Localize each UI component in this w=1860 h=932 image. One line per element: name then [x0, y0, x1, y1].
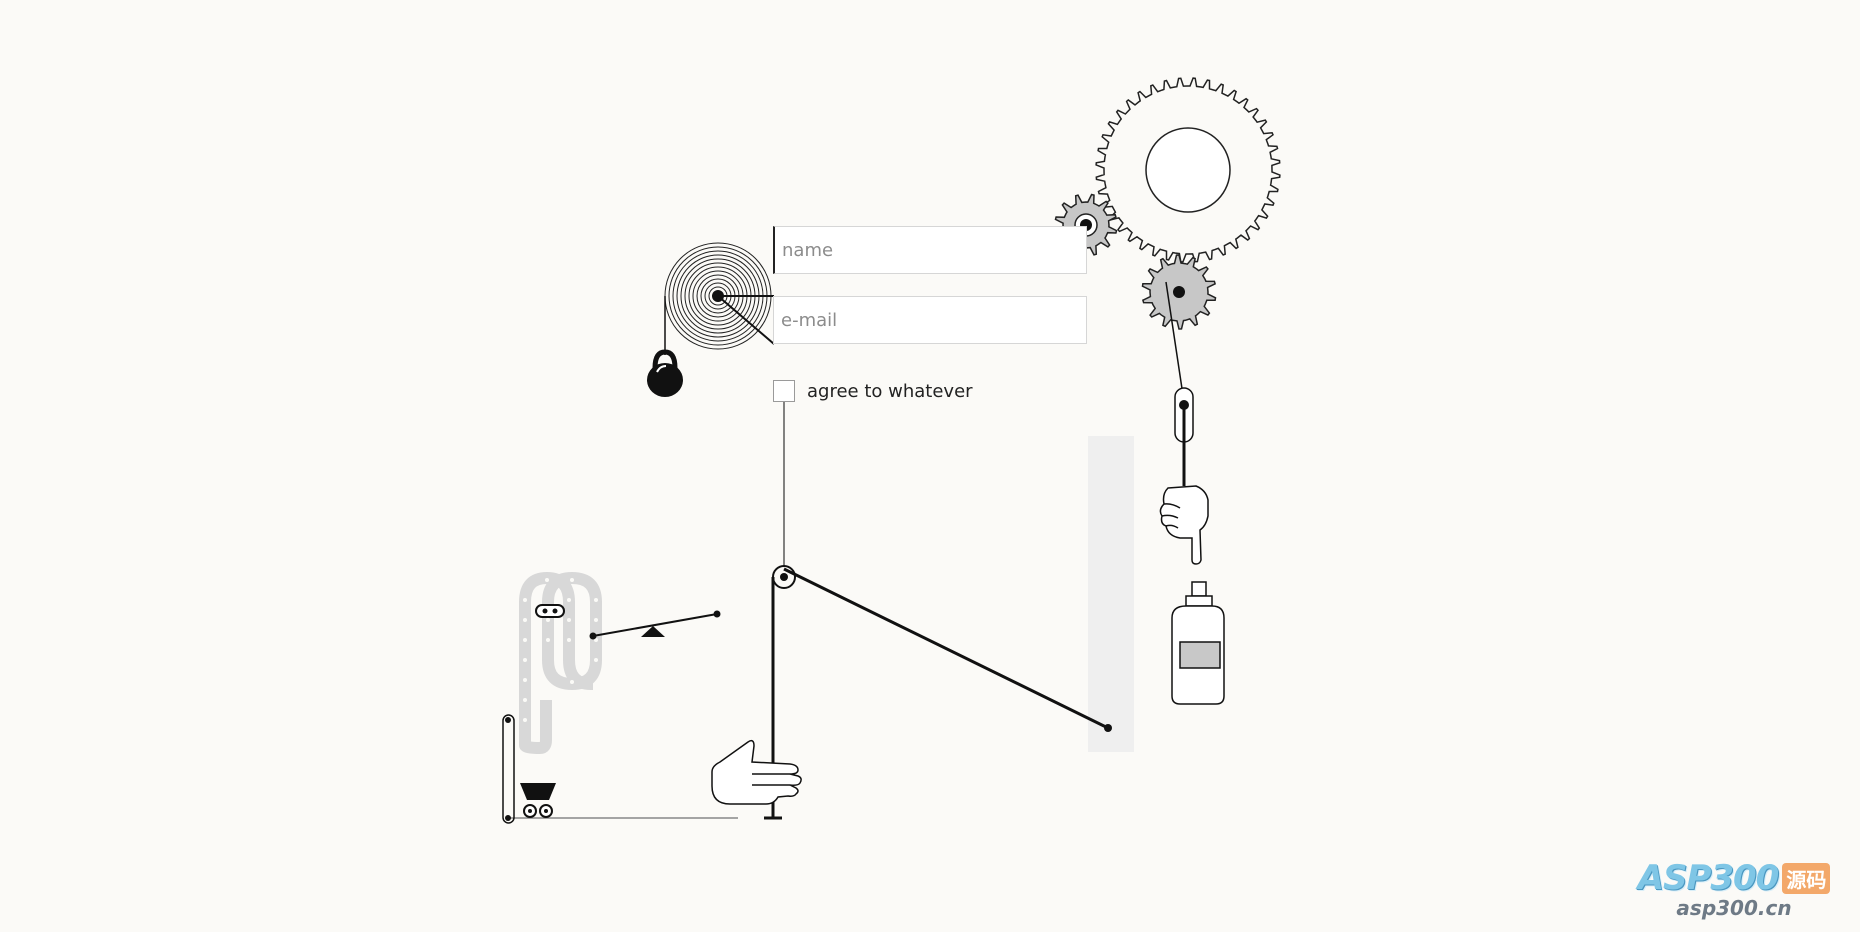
agree-checkbox-label: agree to whatever: [807, 380, 973, 402]
watermark-tag: 源码: [1782, 862, 1831, 894]
watermark-brand: ASP300: [1637, 858, 1780, 898]
pointing-hand-icon: [1159, 485, 1209, 565]
kettlebell-icon: [647, 349, 683, 397]
watermark-logo: ASP300 源码 asp300.cn: [1634, 858, 1834, 920]
large-gear-icon: [1095, 77, 1281, 263]
watermark-url: asp300.cn: [1676, 896, 1792, 920]
agree-checkbox-row[interactable]: agree to whatever: [773, 379, 973, 403]
flat-hand-icon: [711, 739, 802, 805]
name-input[interactable]: [773, 226, 1087, 274]
email-input[interactable]: [773, 296, 1087, 344]
agree-checkbox[interactable]: [773, 380, 795, 402]
small-gear-icon: [1141, 254, 1217, 330]
gear-hub: [1145, 127, 1231, 213]
chain-clip: [535, 604, 565, 618]
chain-links: [523, 578, 598, 722]
gear-linkage: [1165, 281, 1185, 403]
spring-arm-bottom: [717, 295, 775, 345]
spray-bottle-icon: [1171, 581, 1225, 705]
gear-axle: [1173, 286, 1185, 298]
chain-loop-icon: [519, 571, 602, 755]
vertical-belt: [502, 714, 515, 824]
lever-arm: [783, 567, 1109, 730]
cart-icon: [520, 783, 556, 818]
submit-track: [1088, 436, 1134, 752]
pulley-center: [780, 573, 788, 581]
seesaw-icon: [589, 610, 721, 640]
lever-end: [1104, 724, 1112, 732]
